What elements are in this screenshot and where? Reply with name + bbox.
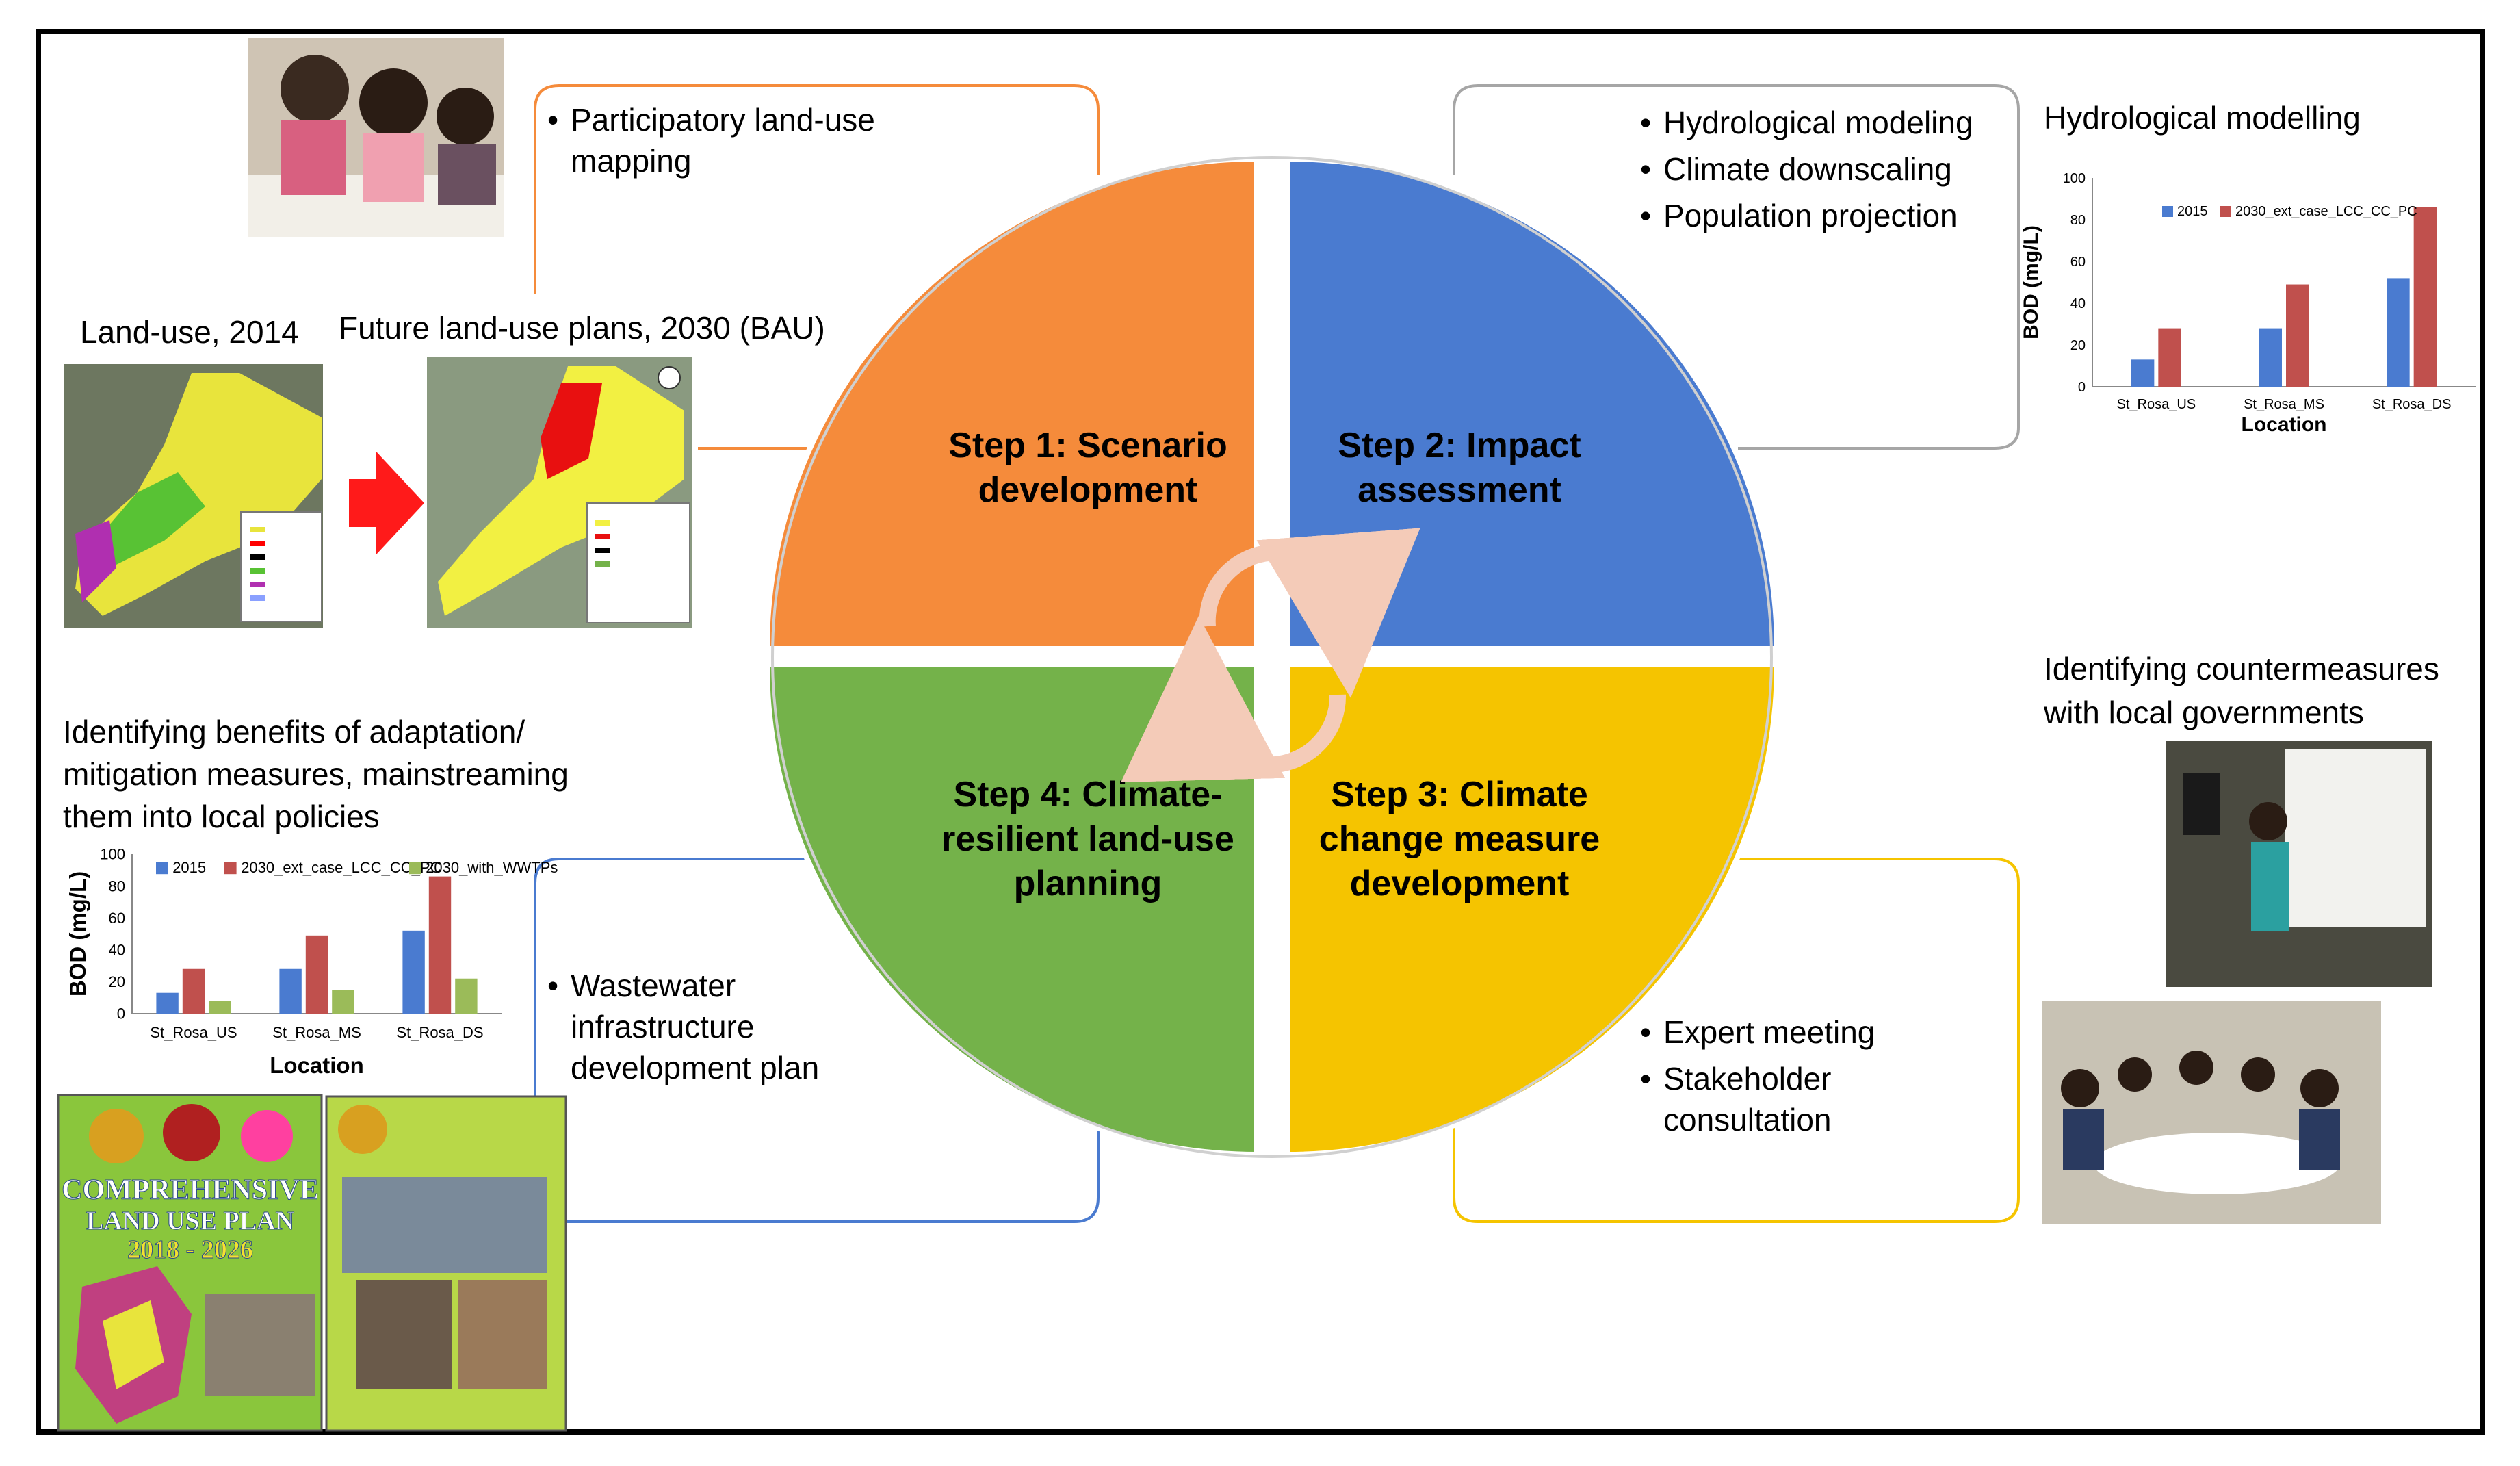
step2-bullets: Hydrological modeling Climate downscalin…: [1640, 99, 2010, 239]
y-tick-label: 20: [2070, 338, 2086, 353]
step3-bullet: Expert meeting: [1640, 1012, 1927, 1053]
plan-cover-line3: 2018 - 2026: [127, 1235, 253, 1264]
step3-bullets: Expert meeting Stakeholder consultation: [1640, 1012, 1927, 1140]
landuse-2030-map: [427, 357, 692, 628]
bar-2030_ext_case_LCC_CC_PC-St_Rosa_DS: [2413, 207, 2437, 387]
climate-change-plan-cover: [325, 1095, 567, 1432]
step4-line3: planning: [1014, 864, 1162, 903]
legend-swatch: [224, 862, 237, 875]
x-axis-title: Location: [270, 1053, 364, 1078]
step2-subtitle: assessment: [1358, 470, 1561, 510]
step4-title: Step 4: Climate-: [954, 775, 1223, 814]
bar-2030_ext_case_LCC_CC_PC-St_Rosa_MS: [305, 935, 328, 1014]
step2-quadrant: [1284, 155, 1780, 652]
bar-2030_with_WWTPs-St_Rosa_MS: [332, 990, 354, 1014]
stakeholder-meeting-photo: [2042, 1001, 2381, 1224]
step1-bullets: Participatory land-use mapping: [547, 99, 931, 181]
y-tick-label: 80: [2070, 213, 2086, 228]
legend-swatch: [2162, 206, 2173, 217]
y-tick-label: 0: [2078, 380, 2086, 395]
step1-bullet: Participatory land-use mapping: [547, 99, 931, 181]
legend-label: 2030_with_WWTPs: [426, 859, 558, 876]
step2-bullet: Climate downscaling: [1640, 146, 2010, 192]
step3-line2: change measure: [1319, 819, 1600, 859]
bar-2030_with_WWTPs-St_Rosa_DS: [455, 978, 478, 1014]
step2-bullet: Population projection: [1640, 192, 2010, 239]
bar-2030_ext_case_LCC_CC_PC-St_Rosa_US: [182, 968, 205, 1014]
legend-label: 2015: [2177, 204, 2208, 219]
y-tick-label: 60: [109, 910, 125, 927]
y-tick-label: 0: [117, 1005, 125, 1023]
countermeasures-label: Identifying countermeasures with local g…: [2044, 651, 2439, 730]
bar-2030_ext_case_LCC_CC_PC-St_Rosa_US: [2158, 328, 2181, 387]
legend-swatch: [2220, 206, 2231, 217]
x-tick-label: St_Rosa_DS: [396, 1024, 483, 1041]
step3-title: Step 3: Climate: [1331, 775, 1588, 814]
step4-line2: resilient land-use: [941, 819, 1234, 859]
bar-2015-St_Rosa_US: [156, 992, 179, 1014]
y-axis-title: BOD (mg/L): [2020, 225, 2042, 339]
bar-2015-St_Rosa_US: [2131, 359, 2155, 387]
landuse-2014-map: [64, 364, 323, 628]
step3-bullet: Stakeholder consultation: [1640, 1058, 1927, 1140]
step1-subtitle: development: [978, 470, 1198, 510]
legend-label: 2030_ext_case_LCC_CC_PC: [241, 859, 441, 876]
legend-label: 2030_ext_case_LCC_CC_PC: [2235, 204, 2417, 219]
step2-bullet: Hydrological modeling: [1640, 99, 2010, 146]
y-tick-label: 40: [2070, 296, 2086, 311]
legend-label: 2015: [172, 859, 206, 876]
x-tick-label: St_Rosa_DS: [2372, 397, 2452, 412]
x-tick-label: St_Rosa_MS: [2244, 397, 2324, 412]
cycle-arrow-top: [1199, 528, 1420, 698]
benefits-label: Identifying benefits of adaptation/ miti…: [63, 714, 569, 834]
presentation-photo: [2166, 741, 2432, 987]
y-tick-label: 60: [2070, 255, 2086, 270]
y-axis-title: BOD (mg/L): [65, 871, 90, 996]
landuse-2014-label: Land-use, 2014: [80, 314, 299, 350]
step1-quadrant: [764, 155, 1260, 652]
step2-panel-bracket: [1453, 84, 2020, 450]
land-use-plan-cover: [57, 1094, 323, 1432]
legend-swatch: [409, 862, 421, 875]
y-tick-label: 100: [2063, 171, 2086, 186]
future-landuse-label: Future land-use plans, 2030 (BAU): [339, 310, 825, 346]
bar-2015-St_Rosa_MS: [279, 968, 302, 1014]
diagram-frame: [36, 29, 2485, 1435]
step4-bullet: Wastewater infrastructure development pl…: [547, 965, 842, 1088]
step2-title: Step 2: Impact: [1338, 426, 1581, 465]
bar-2015-St_Rosa_DS: [2387, 278, 2410, 387]
x-tick-label: St_Rosa_US: [150, 1024, 237, 1041]
step1-title: Step 1: Scenario: [948, 426, 1227, 465]
bar-2030_ext_case_LCC_CC_PC-St_Rosa_MS: [2286, 284, 2309, 387]
y-tick-label: 80: [109, 877, 125, 895]
step1-panel-bracket: [534, 84, 1100, 294]
x-tick-label: St_Rosa_US: [2117, 397, 2196, 412]
x-tick-label: St_Rosa_MS: [272, 1024, 361, 1041]
bar-2015-St_Rosa_MS: [2259, 328, 2282, 387]
plan-cover-line1: COMPREHENSIVE: [62, 1174, 319, 1206]
bar-2030_ext_case_LCC_CC_PC-St_Rosa_DS: [428, 876, 452, 1014]
y-tick-label: 20: [109, 973, 125, 990]
x-axis-title: Location: [2242, 413, 2327, 436]
step3-line3: development: [1350, 864, 1570, 903]
red-right-arrow: [349, 452, 424, 554]
hydrological-modelling-title: Hydrological modelling: [2044, 100, 2361, 136]
participatory-mapping-photo: [248, 38, 504, 237]
legend-swatch: [156, 862, 168, 875]
plan-cover-line2: LAND USE PLAN: [86, 1207, 294, 1235]
bar-2030_with_WWTPs-St_Rosa_US: [209, 1001, 231, 1014]
bar-2015-St_Rosa_DS: [402, 930, 425, 1014]
cycle-arrow-bottom: [1121, 616, 1347, 783]
y-tick-label: 40: [109, 942, 125, 959]
step3-panel-bracket: [1453, 858, 2020, 1223]
step4-bullets: Wastewater infrastructure development pl…: [547, 965, 842, 1088]
y-tick-label: 100: [100, 846, 125, 863]
wheel-outline: [771, 156, 1773, 1158]
